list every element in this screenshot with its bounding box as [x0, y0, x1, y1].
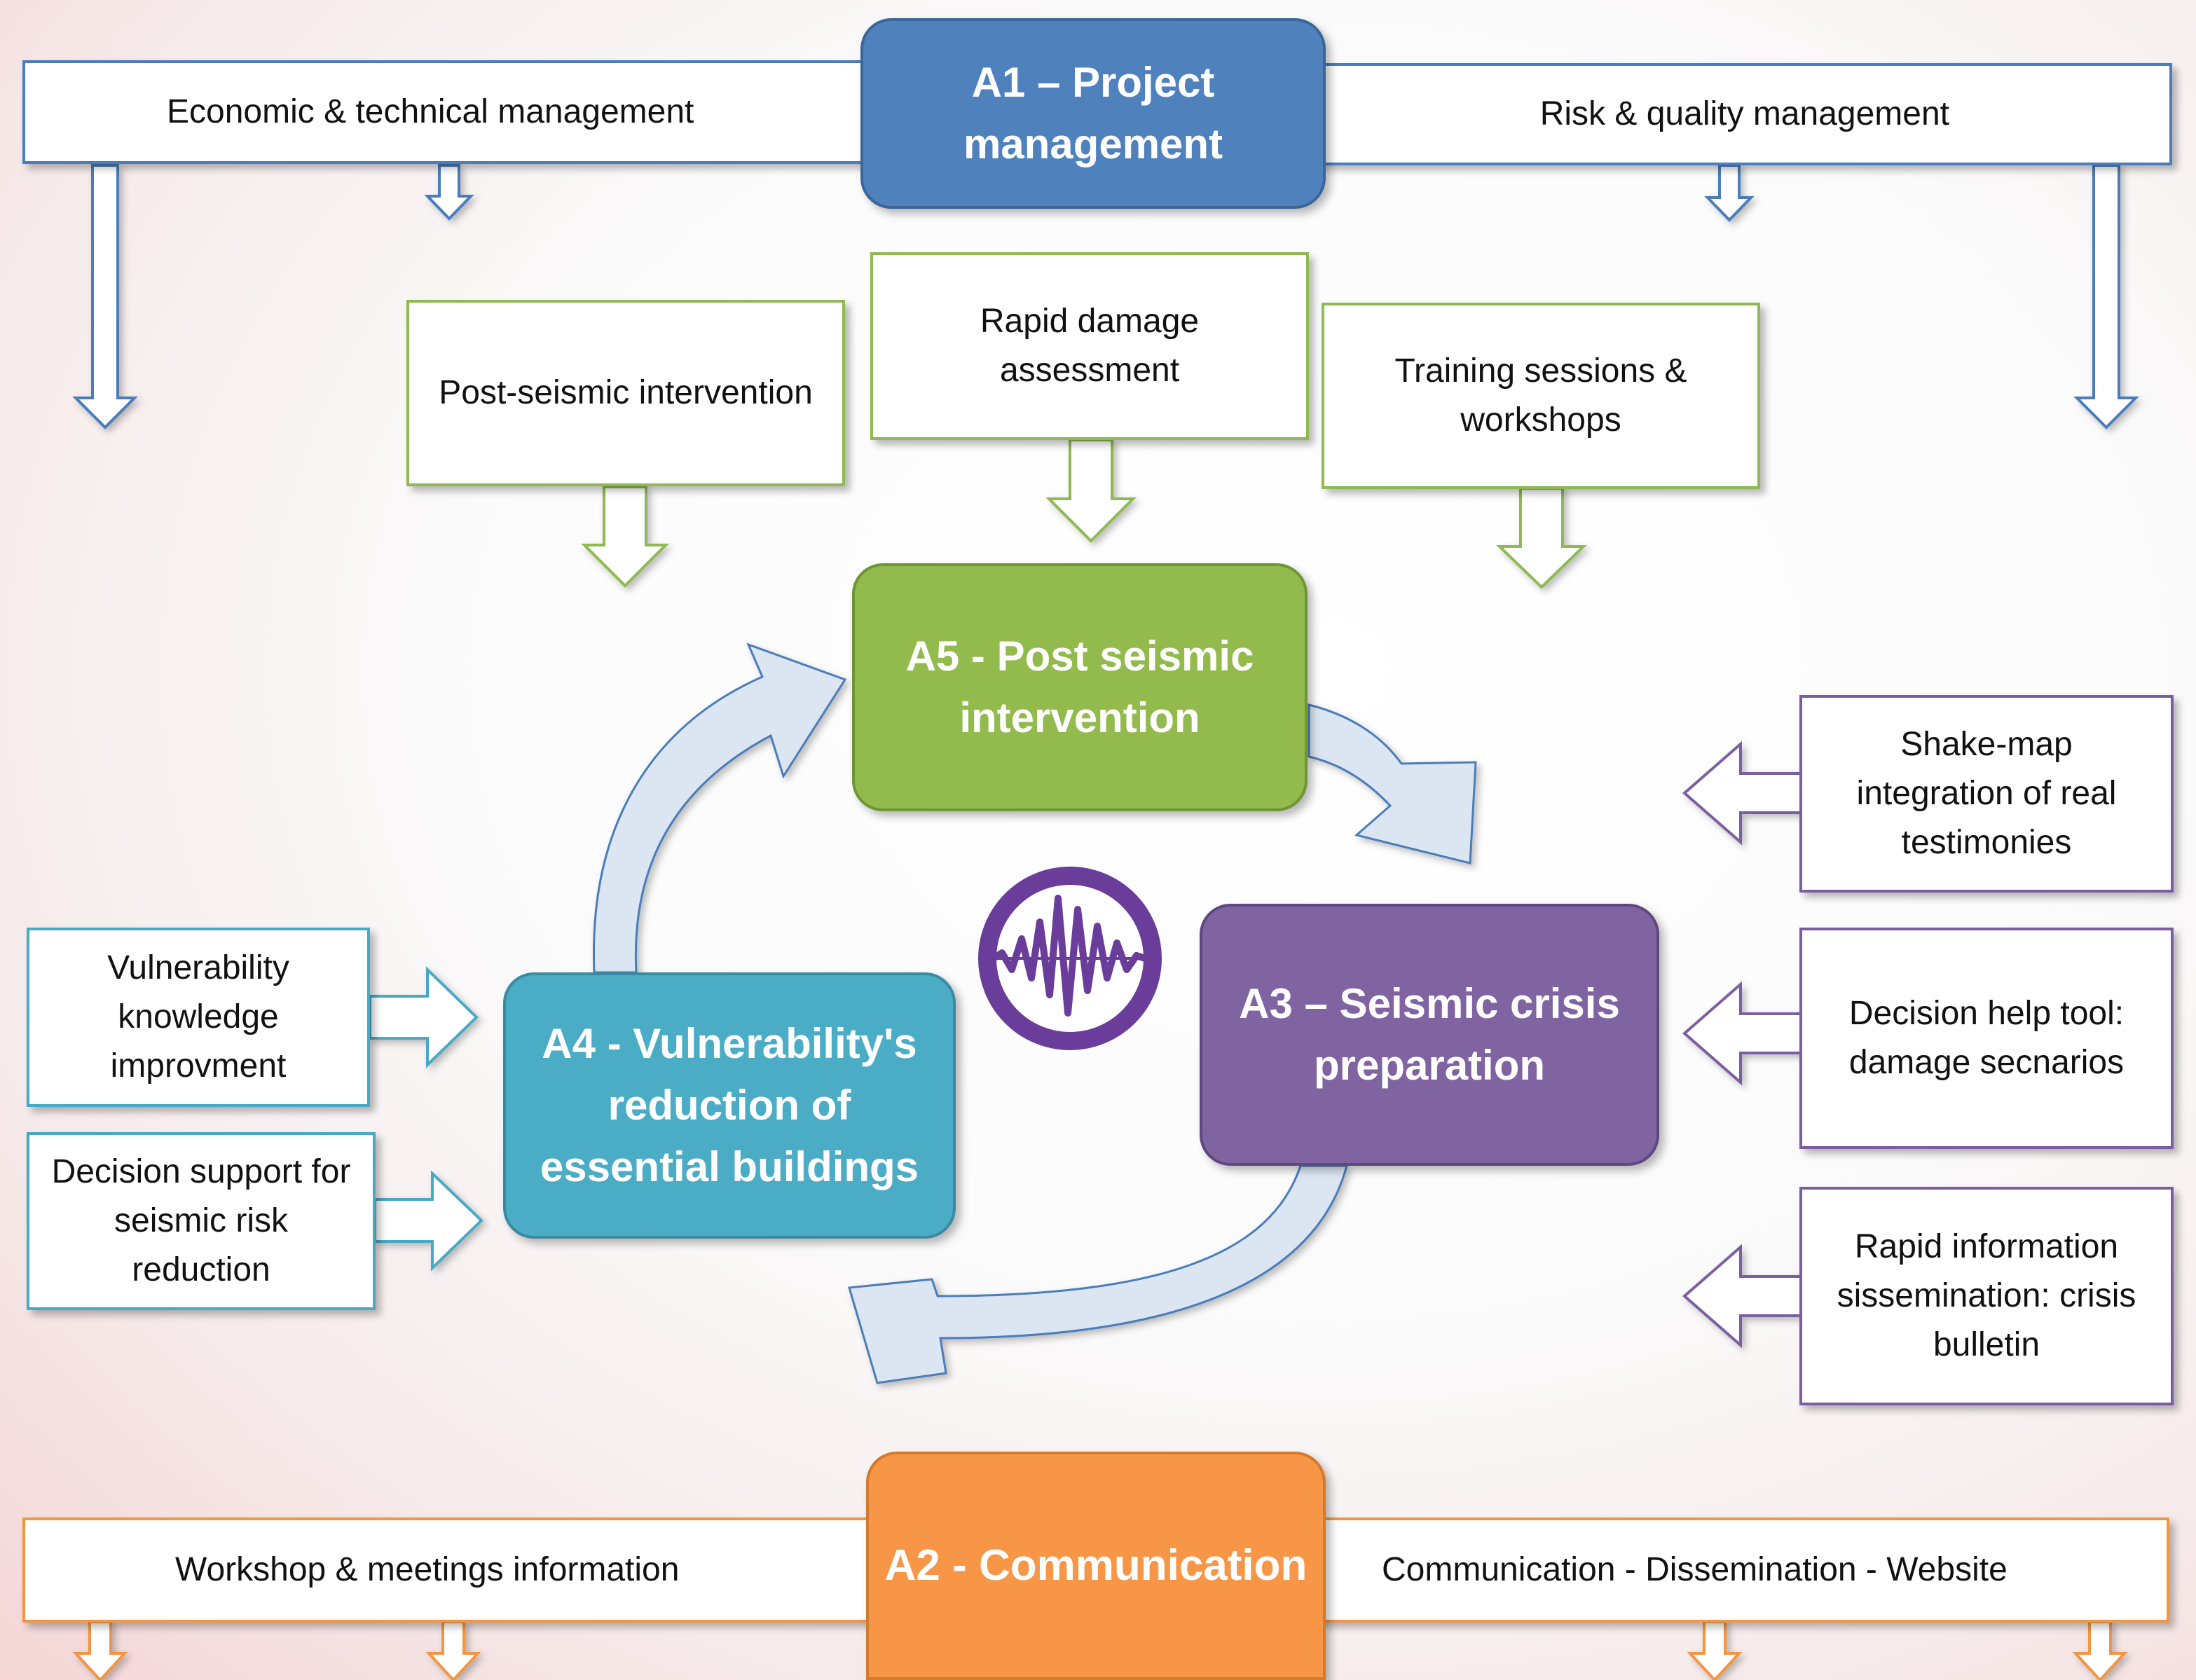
a2-right-label: Communication - Dissemination - Website — [1382, 1551, 2008, 1588]
a1-down-arrow-right-near — [1704, 164, 1755, 222]
a2-down-arrow-left-far — [72, 1620, 128, 1680]
a3-title: A3 – Seismic crisis preparation — [1239, 980, 1620, 1089]
a2-title: A2 - Communication — [884, 1541, 1308, 1590]
cycle-arrow-a4-to-a5 — [592, 642, 847, 974]
a4-input-arrow-bottom — [373, 1170, 483, 1272]
a1-title: A1 – Project management — [963, 59, 1223, 167]
a4-input-arrow-top — [369, 966, 479, 1068]
a5-input-box-center: Rapid damage assessment — [870, 252, 1309, 440]
a1-right-band: Risk & quality management — [1317, 63, 2172, 165]
a1-right-label: Risk & quality management — [1539, 95, 1949, 132]
a5-input-arrow-right — [1496, 487, 1587, 589]
a1-left-band: Economic & technical management — [22, 60, 877, 164]
a3-input-arrow-middle — [1682, 981, 1802, 1086]
a5-input-label-right: Training sessions & workshops — [1394, 352, 1687, 439]
a3-input-label-middle: Decision help tool: damage secnarios — [1848, 995, 2125, 1081]
a3-input-box-middle: Decision help tool: damage secnarios — [1799, 928, 2174, 1149]
a5-post-seismic-intervention-box: A5 - Post seismic intervention — [852, 563, 1308, 811]
a3-input-arrow-bottom — [1682, 1244, 1802, 1349]
seismic-wave-icon — [978, 867, 1162, 1050]
cycle-arrow-a5-to-a3 — [1308, 703, 1477, 865]
a2-down-arrow-right-near — [1687, 1620, 1743, 1680]
a5-input-label-left: Post-seismic intervention — [439, 374, 813, 411]
a2-right-band: Communication - Dissemination - Website — [1317, 1517, 2169, 1623]
a1-down-arrow-right-far — [2073, 164, 2139, 429]
a4-input-label-bottom: Decision support for seismic risk reduct… — [51, 1153, 351, 1288]
a5-input-box-right: Training sessions & workshops — [1322, 303, 1760, 489]
a5-title: A5 - Post seismic intervention — [905, 633, 1254, 741]
a1-down-arrow-left-near — [424, 164, 474, 221]
a3-input-box-bottom: Rapid information sissemination: crisis … — [1799, 1187, 2174, 1405]
a1-left-label: Economic & technical management — [167, 93, 694, 130]
a4-input-box-bottom: Decision support for seismic risk reduct… — [27, 1132, 376, 1310]
cycle-arrow-a3-to-a4 — [848, 1164, 1348, 1384]
a1-down-arrow-left-far — [72, 164, 138, 429]
a2-left-band: Workshop & meetings information — [22, 1517, 877, 1623]
a4-input-label-top: Vulnerability knowledge improvment — [107, 949, 289, 1085]
a5-input-label-center: Rapid damage assessment — [980, 303, 1200, 389]
a1-project-management-box: A1 – Project management — [860, 18, 1326, 209]
a5-input-arrow-center — [1045, 439, 1137, 543]
a5-input-box-left: Post-seismic intervention — [406, 300, 845, 486]
a3-input-arrow-top — [1682, 741, 1802, 846]
a3-input-label-bottom: Rapid information sissemination: crisis … — [1837, 1228, 2136, 1363]
a2-communication-box: A2 - Communication — [866, 1452, 1326, 1680]
a3-input-box-top: Shake-map integration of real testimonie… — [1799, 695, 2174, 893]
a2-down-arrow-left-near — [425, 1620, 481, 1680]
a2-left-label: Workshop & meetings information — [175, 1551, 680, 1588]
a4-input-box-top: Vulnerability knowledge improvment — [27, 928, 370, 1107]
a4-vulnerability-reduction-box: A4 - Vulnerability's reduction of essent… — [503, 972, 956, 1239]
a5-input-arrow-left — [581, 486, 669, 588]
a3-seismic-crisis-preparation-box: A3 – Seismic crisis preparation — [1200, 904, 1659, 1166]
a3-input-label-top: Shake-map integration of real testimonie… — [1856, 726, 2117, 861]
a2-down-arrow-right-far — [2072, 1620, 2128, 1680]
a4-title: A4 - Vulnerability's reduction of essent… — [540, 1020, 919, 1190]
